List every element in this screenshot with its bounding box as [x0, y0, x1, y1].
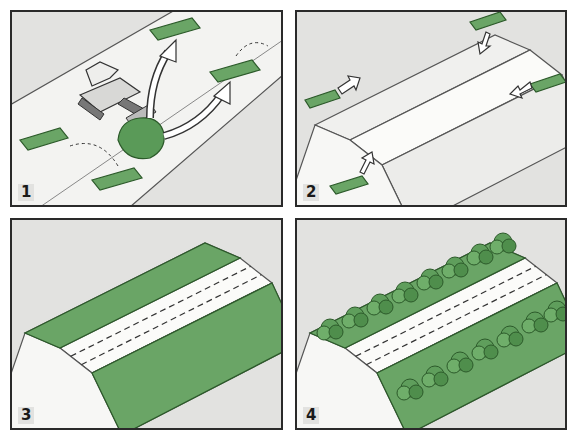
- panel-frame: 3: [10, 218, 283, 430]
- move-path: [70, 144, 118, 167]
- tree: [422, 366, 448, 387]
- bulldozer: [78, 62, 156, 126]
- topsoil-heap: [92, 168, 142, 190]
- panel-number: 4: [303, 407, 319, 424]
- ground: [10, 10, 283, 207]
- lane-line: [81, 275, 261, 365]
- move-path: [236, 43, 268, 56]
- move-arrow: [164, 94, 222, 136]
- spread-arrow: [338, 32, 532, 174]
- spread-arrow: [338, 76, 360, 94]
- bulldozer-cab: [86, 62, 118, 86]
- move-arrow: [150, 52, 168, 118]
- panel-number: 2: [303, 184, 319, 201]
- tree: [397, 379, 423, 400]
- panel-3-art: [10, 218, 283, 430]
- bulldozer-track: [78, 98, 104, 120]
- embankment: [295, 243, 567, 430]
- tree: [417, 269, 443, 290]
- tree-row: [397, 301, 567, 400]
- topsoil-heap: [330, 176, 368, 194]
- spread-arrow: [360, 152, 374, 174]
- topsoil-heap: [210, 60, 260, 82]
- panel-frame: 4: [295, 218, 567, 430]
- spread-arrow: [510, 82, 532, 98]
- panel-4-art: [295, 218, 567, 430]
- tree: [497, 326, 523, 347]
- tree: [317, 319, 343, 340]
- panel-2-art: [295, 10, 567, 207]
- panel-number: 3: [18, 407, 34, 424]
- lane-line: [366, 275, 546, 365]
- spread-arrow: [478, 32, 490, 54]
- move-arrow: [150, 52, 168, 118]
- topsoil-heap: [305, 90, 340, 108]
- topsoil-heap: [150, 18, 200, 40]
- embankment: [10, 243, 283, 430]
- move-arrow: [214, 82, 230, 104]
- lane-line: [356, 266, 536, 356]
- panel-number: 1: [18, 184, 34, 201]
- panel-frame: 1: [10, 10, 283, 207]
- tree: [544, 301, 567, 322]
- road-edge: [40, 40, 283, 207]
- tree: [467, 244, 493, 265]
- topsoil-heap: [470, 12, 506, 30]
- panel-1-art: [10, 10, 283, 207]
- topsoil-pile: [118, 118, 164, 159]
- grassed-slope: [310, 243, 525, 348]
- tree: [342, 307, 368, 328]
- road-strip: [10, 10, 283, 207]
- tree: [392, 282, 418, 303]
- tree: [490, 233, 516, 254]
- topsoil-heap: [20, 128, 68, 150]
- tree: [442, 257, 468, 278]
- grassed-slope: [25, 243, 240, 348]
- move-arrow: [160, 40, 176, 62]
- embankment: [295, 35, 567, 207]
- move-arrow: [70, 40, 268, 166]
- tree: [472, 339, 498, 360]
- move-arrow: [164, 94, 222, 136]
- panel-frame: 2: [295, 10, 567, 207]
- topsoil-heap: [530, 74, 566, 92]
- lane-line: [71, 266, 251, 356]
- tree: [447, 352, 473, 373]
- tree-row: [317, 233, 516, 340]
- tree: [367, 294, 393, 315]
